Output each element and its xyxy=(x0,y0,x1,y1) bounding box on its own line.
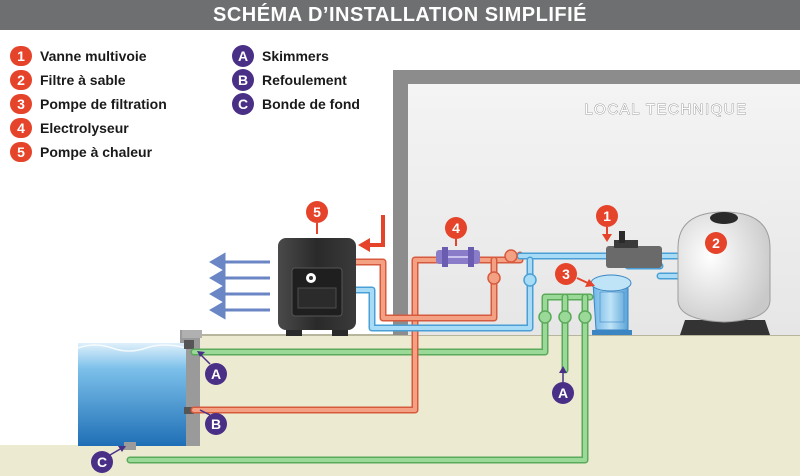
legend-letter-badge: C xyxy=(232,93,254,115)
sand-filter xyxy=(677,211,771,335)
valves xyxy=(487,249,592,324)
pool xyxy=(77,330,202,450)
legend-letter-badge: B xyxy=(232,69,254,91)
airflow-arrows xyxy=(209,252,270,320)
svg-text:4: 4 xyxy=(452,220,460,236)
heat-output-arrow xyxy=(358,215,385,252)
legend-letter-badge: A xyxy=(232,45,254,67)
legend-number-badge: 2 xyxy=(10,70,32,90)
svg-text:B: B xyxy=(211,416,221,432)
legend-label: Pompe de filtration xyxy=(40,96,167,112)
legend-item-2: 2 Filtre à sable xyxy=(10,70,126,90)
legend-item-4: 4 Electrolyseur xyxy=(10,118,129,138)
svg-text:3: 3 xyxy=(562,266,570,282)
svg-text:A: A xyxy=(558,385,568,401)
marker-3: 3 xyxy=(555,263,595,287)
svg-text:5: 5 xyxy=(313,204,321,220)
marker-2: 2 xyxy=(705,232,727,254)
legend-label: Refoulement xyxy=(262,72,347,88)
skimmer-fitting xyxy=(184,340,194,349)
multiport-valve xyxy=(606,231,662,268)
legend-label: Filtre à sable xyxy=(40,72,126,88)
marker-c: C xyxy=(91,446,126,473)
legend-label: Pompe à chaleur xyxy=(40,144,153,160)
legend-number-badge: 3 xyxy=(10,94,32,114)
return-fitting xyxy=(184,407,194,414)
heat-pump xyxy=(278,238,356,336)
legend-item-b: B Refoulement xyxy=(232,69,347,91)
marker-5: 5 xyxy=(306,201,328,234)
legend-label: Vanne multivoie xyxy=(40,48,147,64)
legend-number-badge: 5 xyxy=(10,142,32,162)
room-label: LOCAL TECHNIQUE xyxy=(584,101,747,118)
legend-label: Electrolyseur xyxy=(40,120,129,136)
legend-label: Bonde de fond xyxy=(262,96,360,112)
svg-text:A: A xyxy=(211,366,221,382)
electrolyser xyxy=(436,247,480,267)
marker-a-skimmer: A xyxy=(197,351,227,385)
filtration-pump xyxy=(590,274,632,335)
svg-text:2: 2 xyxy=(712,235,720,251)
marker-4: 4 xyxy=(445,217,467,246)
svg-text:1: 1 xyxy=(603,208,611,224)
legend-item-5: 5 Pompe à chaleur xyxy=(10,142,152,162)
legend-number-badge: 1 xyxy=(10,46,32,66)
legend-item-c: C Bonde de fond xyxy=(232,93,360,115)
legend-item-a: A Skimmers xyxy=(232,45,329,67)
marker-a-line: A xyxy=(552,366,574,404)
marker-b: B xyxy=(199,409,227,435)
legend-item-1: 1 Vanne multivoie xyxy=(10,46,147,66)
svg-text:C: C xyxy=(97,454,107,470)
legend-item-3: 3 Pompe de filtration xyxy=(10,94,167,114)
page-title: SCHÉMA D’INSTALLATION SIMPLIFIÉ xyxy=(0,0,800,30)
suction-pipes xyxy=(126,293,594,464)
legend-number-badge: 4 xyxy=(10,118,32,138)
marker-1: 1 xyxy=(596,205,618,242)
legend-label: Skimmers xyxy=(262,48,329,64)
